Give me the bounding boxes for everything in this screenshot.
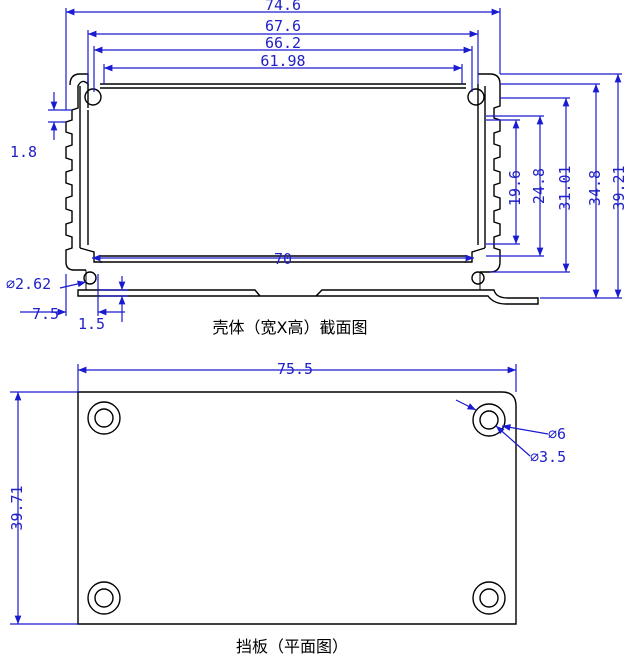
dim-74-6: 74.6 — [265, 0, 301, 14]
mount-hole-top-right — [472, 403, 506, 437]
dim-31-01: 31.01 — [556, 165, 574, 210]
plate-dimensions: 75.5 39.71 ⌀6 ⌀3.5 — [8, 360, 566, 625]
right-wall-outline — [478, 73, 501, 273]
end-plate-view — [77, 391, 517, 625]
mount-hole-bottom-left — [87, 581, 121, 615]
dim-75-5: 75.5 — [277, 360, 313, 378]
left-lower-groove — [83, 271, 97, 285]
dim-39-21: 39.21 — [610, 165, 628, 210]
dim-1-5: 1.5 — [78, 315, 105, 333]
mount-hole-top-left — [87, 401, 121, 435]
dim-dia-6: ⌀6 — [548, 425, 566, 443]
dim-66-2: 66.2 — [265, 34, 301, 52]
dim-24-8: 24.8 — [530, 168, 548, 204]
dim-7-5: 7.5 — [32, 305, 59, 323]
dim-67-6: 67.6 — [265, 17, 301, 35]
mount-hole-bottom-right — [472, 581, 506, 615]
left-upper-hook — [84, 88, 102, 106]
plate-outline — [77, 391, 517, 625]
section-dimensions: 74.6 67.6 66.2 61.98 70 19.6 24.8 31.01 … — [6, 0, 628, 333]
enclosure-section-view — [65, 73, 539, 305]
right-lower-groove — [471, 271, 485, 285]
base-plate — [77, 289, 539, 305]
dim-39-71: 39.71 — [8, 485, 26, 530]
section-caption: 壳体（宽X高）截面图 — [213, 318, 368, 337]
dim-61-98: 61.98 — [260, 52, 305, 70]
dim-70: 70 — [274, 250, 292, 268]
dim-dia-3-5: ⌀3.5 — [530, 448, 566, 466]
dim-19-6: 19.6 — [506, 170, 524, 206]
dim-1-8: 1.8 — [10, 143, 37, 161]
left-wall-outline — [65, 73, 89, 271]
plate-caption: 挡板（平面图） — [236, 637, 348, 656]
right-upper-hook — [467, 88, 485, 106]
dim-dia-2-62: ⌀2.62 — [6, 275, 51, 293]
dim-34-8: 34.8 — [586, 170, 604, 206]
top-rail — [100, 83, 466, 89]
